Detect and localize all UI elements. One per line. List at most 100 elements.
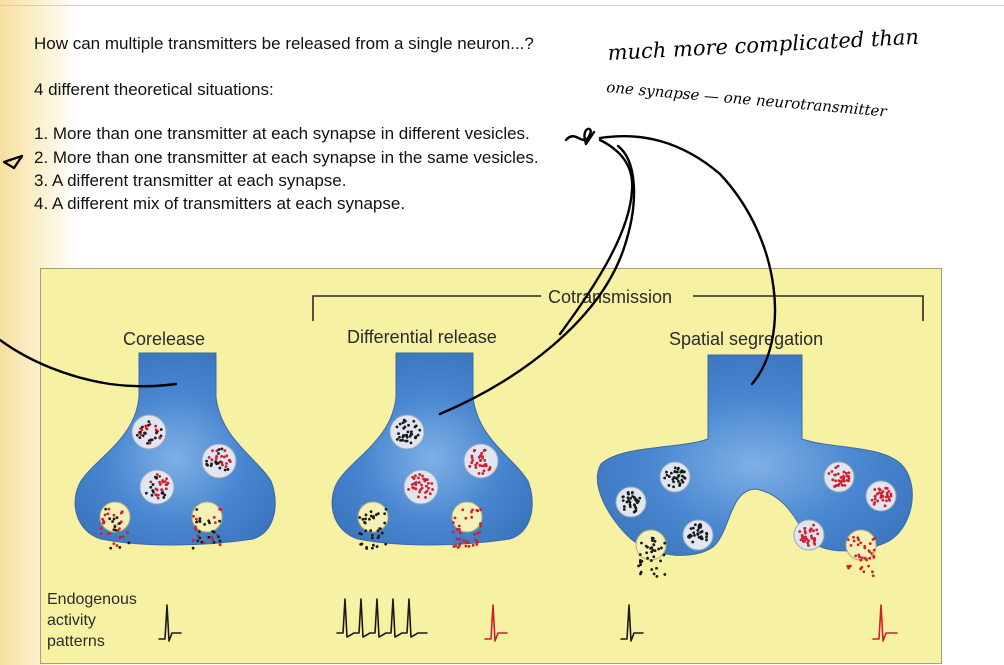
- transmitter-dot: [705, 535, 708, 539]
- endogenous-label-line-3: patterns: [47, 633, 105, 650]
- arrow-line-differential: [438, 144, 636, 416]
- released-transmitter-dot: [458, 537, 462, 541]
- transmitter-dot: [842, 479, 846, 483]
- transmitter-dot: [155, 476, 158, 479]
- transmitter-dot: [799, 538, 803, 542]
- transmitter-dot: [146, 441, 149, 445]
- released-transmitter-dot: [653, 549, 657, 553]
- transmitter-dot: [831, 478, 835, 482]
- handwritten-note-line-1: much more complicated than: [607, 25, 919, 65]
- released-transmitter-dot: [376, 512, 380, 516]
- released-transmitter-dot: [663, 573, 667, 576]
- transmitter-dot: [217, 452, 220, 455]
- released-transmitter-dot: [197, 530, 201, 534]
- transmitter-dot: [151, 483, 155, 486]
- transmitter-dot: [691, 526, 695, 530]
- transmitter-dot: [156, 496, 160, 500]
- released-transmitter-dot: [645, 551, 649, 555]
- released-transmitter-dot: [119, 520, 123, 524]
- transmitter-dot: [159, 428, 163, 431]
- transmitter-dot: [632, 510, 636, 514]
- released-transmitter-dot: [196, 534, 200, 538]
- released-transmitter-dot: [112, 542, 116, 546]
- released-transmitter-dot: [646, 556, 649, 560]
- arrow-line-long: [558, 138, 634, 336]
- released-transmitter-dot: [868, 542, 872, 546]
- transmitter-dot: [667, 483, 671, 487]
- list-item-2: 2. More than one transmitter at each syn…: [34, 148, 539, 167]
- released-transmitter-dot: [644, 544, 648, 548]
- released-transmitter-dot: [650, 550, 653, 554]
- transmitter-dot: [397, 432, 400, 436]
- transmitter-dot: [399, 438, 402, 442]
- transmitter-dot: [141, 425, 144, 429]
- transmitter-dot: [873, 488, 877, 491]
- transmitter-dot: [407, 487, 411, 491]
- released-transmitter-dot: [467, 545, 471, 548]
- arrow-mark-item-2: [2, 154, 24, 170]
- transmitter-dot: [887, 489, 891, 493]
- released-transmitter-dot: [112, 517, 116, 521]
- released-transmitter-dot: [458, 531, 462, 535]
- released-transmitter-dot: [218, 507, 221, 511]
- transmitter-dot: [840, 483, 844, 487]
- transmitter-dot: [807, 544, 810, 547]
- released-transmitter-dot: [383, 512, 387, 516]
- released-transmitter-dot: [471, 543, 475, 547]
- transmitter-dot: [827, 472, 831, 475]
- transmitter-dot: [405, 439, 409, 443]
- released-transmitter-dot: [108, 517, 112, 521]
- released-transmitter-dot: [192, 539, 195, 542]
- transmitter-dot: [144, 426, 148, 430]
- transmitter-dot: [700, 537, 704, 541]
- released-transmitter-dot: [470, 510, 473, 514]
- transmitter-dot: [876, 499, 880, 503]
- transmitter-dot: [395, 437, 399, 441]
- released-transmitter-dot: [859, 558, 863, 562]
- corelease-label: Corelease: [123, 329, 206, 349]
- released-transmitter-dot: [659, 559, 662, 563]
- corelease-released-vesicle: [191, 501, 223, 533]
- corelease-terminal: [74, 352, 276, 546]
- transmitter-dot: [149, 480, 153, 484]
- transmitter-dot: [401, 438, 405, 442]
- released-transmitter-dot: [466, 541, 470, 545]
- released-transmitter-dot: [107, 507, 111, 511]
- transmitter-dot: [158, 480, 162, 484]
- transmitter-dot: [638, 496, 642, 500]
- released-transmitter-dot: [451, 521, 455, 525]
- transmitter-dot: [680, 478, 684, 482]
- transmitter-dot: [159, 483, 162, 486]
- transmitter-dot: [692, 531, 696, 535]
- released-transmitter-dot: [639, 563, 643, 567]
- released-transmitter-dot: [203, 522, 206, 526]
- arrow-line-corelease: [0, 338, 178, 388]
- released-transmitter-dot: [455, 527, 459, 531]
- transmitter-dot: [873, 495, 877, 498]
- released-transmitter-dot: [638, 553, 642, 557]
- transmitter-dot: [409, 430, 413, 434]
- transmitter-dot: [154, 424, 158, 428]
- released-transmitter-dot: [211, 529, 215, 533]
- transmitter-dot: [468, 464, 472, 468]
- transmitter-dot: [633, 503, 636, 507]
- transmitter-dot: [478, 459, 482, 462]
- transmitter-dot: [210, 458, 214, 462]
- transmitter-dot: [225, 462, 228, 465]
- released-transmitter-dot: [126, 531, 129, 535]
- transmitter-dot: [220, 447, 224, 451]
- transmitter-dot: [837, 479, 841, 483]
- transmitter-dot: [842, 470, 846, 474]
- released-transmitter-dot: [118, 527, 121, 531]
- transmitter-dot: [482, 464, 486, 468]
- released-transmitter-dot: [106, 532, 110, 536]
- transmitter-dot: [480, 451, 484, 455]
- transmitter-dot: [205, 459, 209, 463]
- released-transmitter-dot: [652, 537, 655, 540]
- transmitter-dot: [402, 426, 406, 430]
- released-transmitter-dot: [192, 514, 195, 518]
- transmitter-dot: [885, 486, 889, 490]
- released-transmitter-dot: [109, 546, 113, 550]
- transmitter-dot: [401, 421, 405, 425]
